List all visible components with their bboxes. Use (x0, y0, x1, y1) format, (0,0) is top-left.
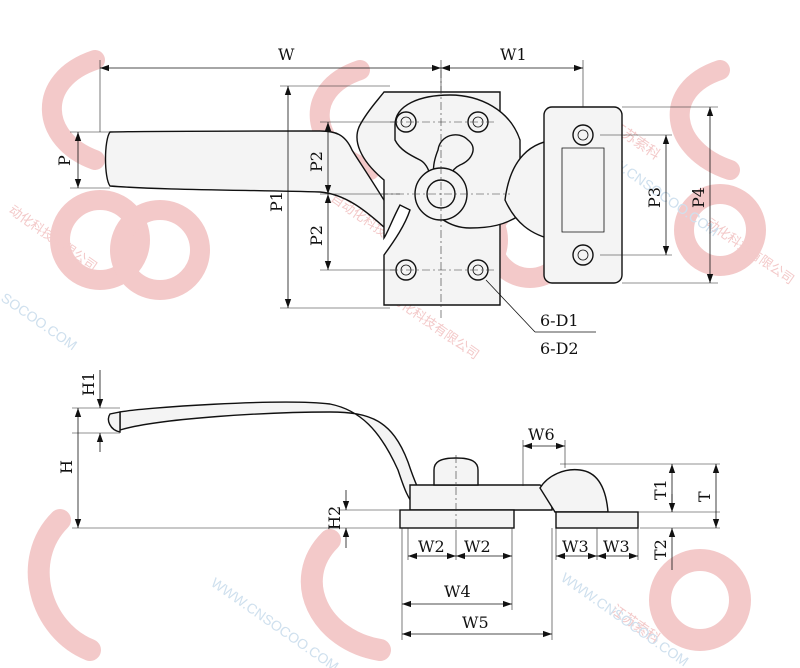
side-keeper (539, 468, 609, 513)
side-lever (119, 401, 432, 511)
dim-label-w6: W6 (528, 425, 555, 444)
dim-label-t: T (695, 491, 714, 502)
dim-label-w2-left: W2 (418, 537, 445, 556)
dim-label-w3-left: W3 (562, 537, 589, 556)
dim-label-p: P (55, 155, 74, 166)
side-view: H H1 H2 T1 T T2 W2 W2 W3 W3 W4 W5 W6 (57, 370, 720, 640)
dim-label-w4: W4 (444, 582, 471, 601)
dim-label-p2-upper: P2 (307, 151, 326, 172)
mounting-hole (577, 129, 589, 141)
dim-label-w3-right: W3 (603, 537, 630, 556)
dim-label-w5: W5 (462, 613, 489, 632)
mounting-hole (572, 244, 594, 266)
dim-label-hole-d2: 6-D2 (540, 339, 579, 358)
dim-label-w2-right: W2 (464, 537, 491, 556)
dim-label-h2: H2 (325, 506, 344, 530)
side-body (409, 484, 553, 511)
mounting-hole (572, 124, 594, 146)
side-lever-tip (107, 411, 121, 433)
dimension-lines (74, 370, 720, 638)
keeper-pocket (561, 147, 605, 233)
dimension-lines (74, 64, 714, 333)
mounting-hole (577, 249, 589, 261)
dim-label-h1: H1 (79, 372, 98, 396)
dim-label-p1: P1 (267, 191, 286, 212)
extension-lines (70, 60, 718, 309)
side-base-plate (399, 509, 515, 529)
watermark-logo-bottom (27, 509, 751, 661)
dim-label-t2: T2 (651, 539, 670, 560)
side-keeper-plate (555, 511, 639, 529)
dim-label-w: W (278, 45, 295, 64)
top-view: W W1 P P1 P2 P2 P3 P4 6-D1 6-D2 (55, 45, 718, 358)
dim-label-hole-d1: 6-D1 (540, 311, 579, 330)
dim-label-h: H (57, 460, 76, 474)
dim-label-w1: W1 (500, 45, 527, 64)
dim-label-t1: T1 (651, 479, 670, 500)
dim-label-p3: P3 (645, 187, 664, 208)
dim-label-p4: P4 (689, 187, 708, 208)
dim-label-p2-lower: P2 (307, 225, 326, 246)
watermark-website-text: SOCOO.COM (0, 289, 80, 353)
